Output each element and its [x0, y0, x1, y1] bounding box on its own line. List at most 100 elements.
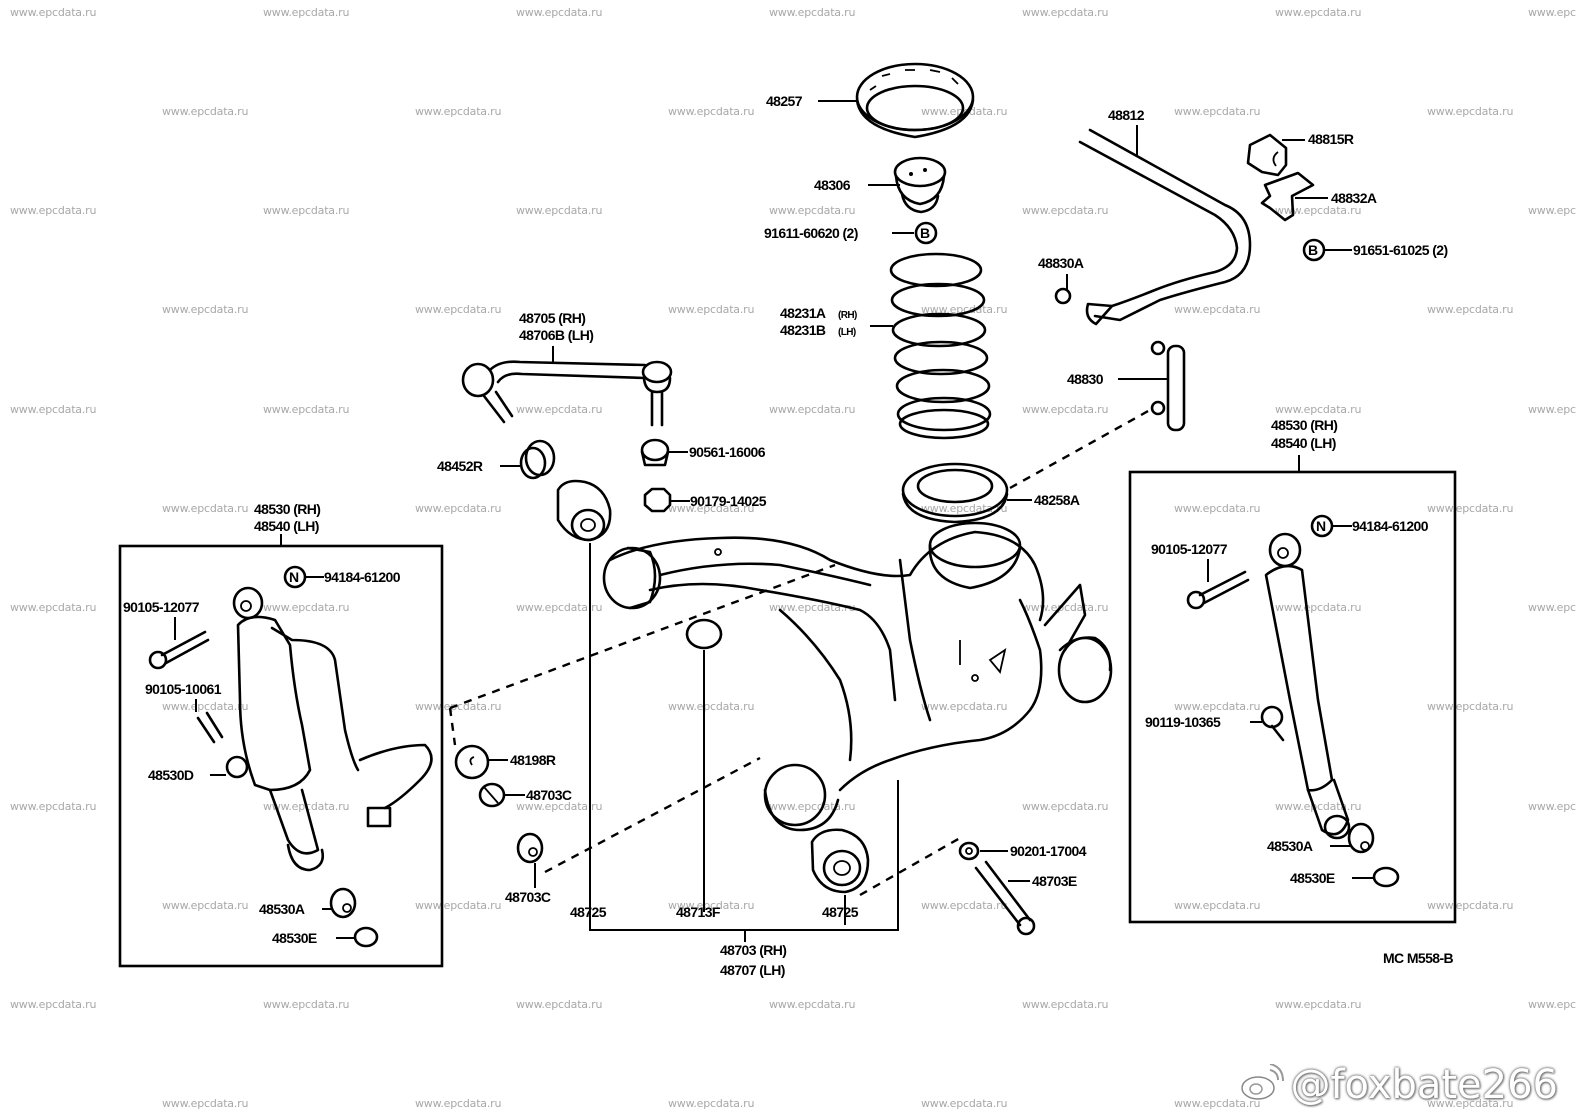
- bushing-48725-lower[interactable]: [810, 828, 870, 894]
- label-91611-60620[interactable]: 91611-60620 (2): [764, 225, 858, 241]
- bolt-left-90105-12077[interactable]: [148, 630, 210, 670]
- bolt-left-90105-10061[interactable]: [196, 711, 224, 744]
- watermark-text: www.epcdata.ru: [162, 700, 249, 713]
- bushing-48452r[interactable]: [519, 439, 556, 480]
- right-shock-box: [1128, 470, 1457, 924]
- label-arm-rh[interactable]: 48703 (RH): [720, 942, 787, 958]
- label-48705[interactable]: 48705 (RH): [519, 310, 586, 326]
- stabilizer-bushing-48815r[interactable]: [1246, 133, 1288, 177]
- label-48231b[interactable]: 48231B: [780, 322, 827, 338]
- watermark-text: www.epcdata.ru: [10, 204, 97, 217]
- shock-absorber-right[interactable]: [1264, 532, 1351, 840]
- label-right-48530e[interactable]: 48530E: [1290, 870, 1336, 886]
- plug-48713f[interactable]: [685, 618, 723, 650]
- bushing-right-48530a[interactable]: [1347, 822, 1375, 854]
- stabilizer-link-48830[interactable]: [1150, 340, 1186, 432]
- stabilizer-bar-48812[interactable]: [1078, 128, 1252, 326]
- control-arm-48703[interactable]: [602, 521, 1113, 832]
- label-48713f[interactable]: 48713F: [676, 904, 722, 920]
- label-right-48530a[interactable]: 48530A: [1267, 838, 1314, 854]
- watermark-text: www.epcdata.ru: [1528, 403, 1576, 416]
- bushing-48703c-a[interactable]: [478, 782, 506, 808]
- bolt-right-90105-12077[interactable]: [1186, 570, 1250, 610]
- washer-90201[interactable]: [958, 841, 980, 861]
- shock-absorber-left[interactable]: [232, 586, 433, 872]
- label-48725-b[interactable]: 48725: [822, 904, 859, 920]
- label-right-90105-12077[interactable]: 90105-12077: [1151, 541, 1228, 557]
- label-91651-61025[interactable]: 91651-61025 (2): [1353, 242, 1448, 258]
- stabilizer-bracket-48832a[interactable]: [1260, 171, 1315, 222]
- watermark-text: www.epcdata.ru: [1528, 601, 1576, 614]
- bump-stopper-48306[interactable]: [893, 156, 947, 214]
- watermark-text: www.epcdata.ru: [263, 403, 350, 416]
- label-48815r[interactable]: 48815R: [1308, 131, 1355, 147]
- label-left-90105-12077[interactable]: 90105-12077: [123, 599, 200, 615]
- label-90179-14025[interactable]: 90179-14025: [690, 493, 767, 509]
- bushing-48198r[interactable]: [454, 744, 490, 780]
- bushing-left-48530a[interactable]: [329, 887, 357, 919]
- washer-left-48530d[interactable]: [225, 755, 249, 779]
- watermark-text: www.epcdata.ru: [1528, 204, 1576, 217]
- bolt-right-90119[interactable]: [1260, 705, 1285, 742]
- label-48830[interactable]: 48830: [1067, 371, 1104, 387]
- bolt-48703e[interactable]: [974, 860, 1036, 936]
- label-48812[interactable]: 48812: [1108, 107, 1145, 123]
- label-right-94184[interactable]: 94184-61200: [1352, 518, 1429, 534]
- watermark-text: www.epcdata.ru: [516, 403, 603, 416]
- label-48231a[interactable]: 48231A: [780, 305, 827, 321]
- label-48725-a[interactable]: 48725: [570, 904, 607, 920]
- label-left-48530d[interactable]: 48530D: [148, 767, 195, 783]
- label-48706b[interactable]: 48706B (LH): [519, 327, 594, 343]
- label-48306[interactable]: 48306: [814, 177, 851, 193]
- label-left-90105-10061[interactable]: 90105-10061: [145, 681, 222, 697]
- label-48832a[interactable]: 48832A: [1331, 190, 1378, 206]
- watermark-text: www.epcdata.ru: [162, 899, 249, 912]
- watermark-text: www.epcdata.ru: [10, 998, 97, 1011]
- watermark-text: www.epcdata.ru: [415, 303, 502, 316]
- bushing-48725-upper[interactable]: [556, 479, 612, 542]
- nut-90179[interactable]: [643, 487, 672, 513]
- spring-lower-seat-48258a[interactable]: [901, 462, 1009, 524]
- label-48258a[interactable]: 48258A: [1034, 492, 1081, 508]
- watermark-text: www.epcdata.ru: [415, 899, 502, 912]
- label-left-94184[interactable]: 94184-61200: [324, 569, 401, 585]
- watermark-text: www.epcdata.ru: [1022, 800, 1109, 813]
- watermark-text: www.epcdata.ru: [263, 204, 350, 217]
- washer-right-48530e[interactable]: [1372, 866, 1400, 888]
- watermark-text: www.epcdata.ru: [668, 700, 755, 713]
- label-left-48530a[interactable]: 48530A: [259, 901, 306, 917]
- label-48257[interactable]: 48257: [766, 93, 803, 109]
- bolt-symbol-b-icon: B: [1302, 238, 1326, 262]
- watermark-text: www.epcdata.ru: [263, 998, 350, 1011]
- spring-upper-seat-48257[interactable]: [855, 62, 975, 139]
- label-48452r[interactable]: 48452R: [437, 458, 484, 474]
- label-90201-17004[interactable]: 90201-17004: [1010, 843, 1087, 859]
- label-48703c-b[interactable]: 48703C: [505, 889, 552, 905]
- watermark-text: www.epcdata.ru: [1427, 105, 1514, 118]
- label-90561-16006[interactable]: 90561-16006: [689, 444, 766, 460]
- watermark-text: www.epcdata.ru: [1275, 601, 1362, 614]
- watermark-text: www.epcdata.ru: [162, 105, 249, 118]
- label-48703c-a[interactable]: 48703C: [526, 787, 573, 803]
- washer-left-48530e[interactable]: [353, 926, 379, 948]
- label-right-shock-rh[interactable]: 48530 (RH): [1271, 417, 1338, 433]
- watermark-text: www.epcdata.ru: [1427, 502, 1514, 515]
- label-48830a[interactable]: 48830A: [1038, 255, 1085, 271]
- label-48198r[interactable]: 48198R: [510, 752, 557, 768]
- label-arm-lh[interactable]: 48707 (LH): [720, 962, 785, 978]
- label-48703e[interactable]: 48703E: [1032, 873, 1078, 889]
- nut-90561[interactable]: [640, 438, 670, 467]
- label-left-shock-rh[interactable]: 48530 (RH): [254, 501, 321, 517]
- watermark-text: www.epcdata.ru: [1427, 700, 1514, 713]
- lateral-rod-48705[interactable]: [461, 360, 673, 427]
- label-right-90119-10365[interactable]: 90119-10365: [1145, 714, 1222, 730]
- label-right-shock-lh[interactable]: 48540 (LH): [1271, 435, 1336, 451]
- coil-spring-48231[interactable]: [889, 252, 992, 440]
- weibo-icon: [1240, 1063, 1285, 1102]
- label-left-48530e[interactable]: 48530E: [272, 930, 318, 946]
- bushing-48703c-b[interactable]: [516, 832, 544, 864]
- nut-48830a[interactable]: [1054, 287, 1072, 305]
- watermark-text: www.epcdata.ru: [516, 6, 603, 19]
- dashed-guide-upper: [449, 563, 836, 710]
- label-left-shock-lh[interactable]: 48540 (LH): [254, 518, 319, 534]
